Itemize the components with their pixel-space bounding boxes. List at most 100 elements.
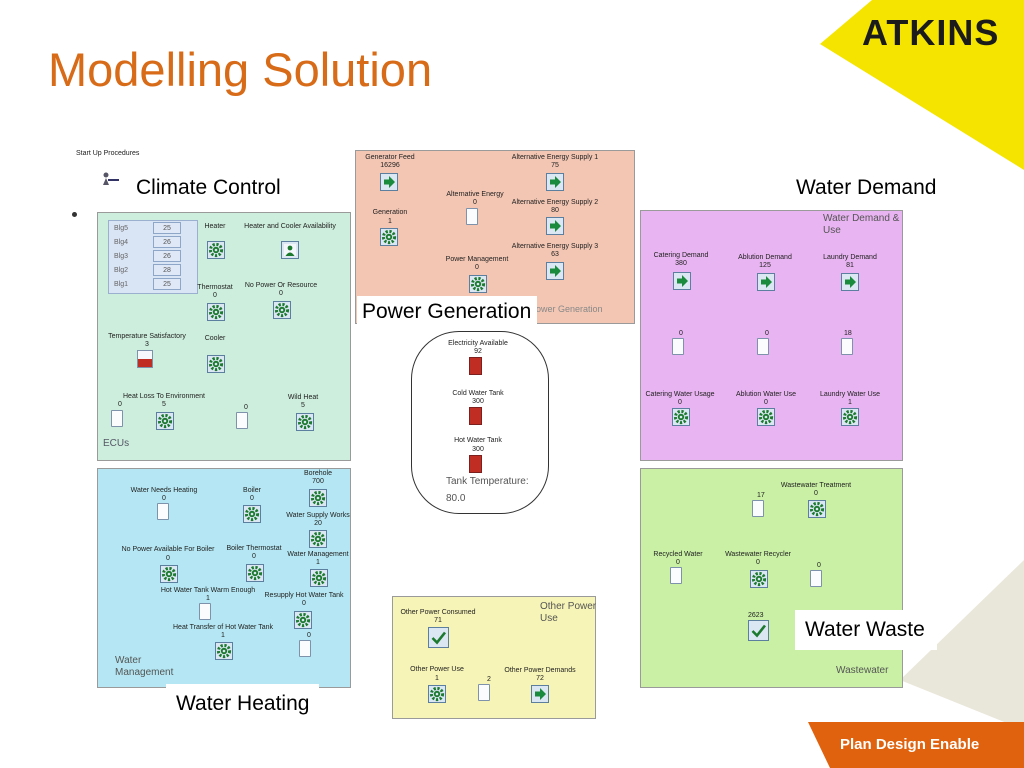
wastewater-tank-17[interactable]	[752, 500, 764, 517]
alt2-label: Alternative Energy Supply 2	[511, 199, 599, 206]
tank-warm-tank[interactable]	[199, 603, 211, 620]
building-value-field[interactable]: 26	[153, 236, 181, 248]
temp-sat-value: 3	[145, 341, 149, 348]
supply-works-gear-icon[interactable]	[309, 530, 327, 548]
laundry-demand-arrow-icon[interactable]	[841, 273, 859, 291]
water-waste-label: Water Waste	[795, 610, 937, 650]
laundry-use-gear-icon[interactable]	[841, 408, 859, 426]
hot-water-tank[interactable]	[469, 455, 482, 473]
temp-sat-tank[interactable]	[137, 350, 153, 368]
generator-feed-arrow-icon[interactable]	[380, 173, 398, 191]
other-power-use-gear-icon[interactable]	[428, 685, 446, 703]
catering-use-label: Catering Water Usage	[645, 391, 715, 398]
alt1-arrow-icon[interactable]	[546, 173, 564, 191]
other-power-demands-arrow-icon[interactable]	[531, 685, 549, 703]
generation-gear-icon[interactable]	[380, 228, 398, 246]
brand-yellow-triangle	[820, 0, 1024, 170]
generator-feed-value: 16296	[380, 162, 400, 169]
water-demand-label: Water Demand	[796, 176, 937, 199]
boiler-thermostat-label: Boiler Thermostat	[226, 545, 282, 552]
cooler-gear-icon[interactable]	[207, 355, 225, 373]
recycled-value: 0	[676, 559, 680, 566]
electricity-label: Electricity Available	[448, 340, 508, 347]
availability-label: Heater and Cooler Availability	[244, 223, 336, 230]
wastewater-check-icon[interactable]	[748, 620, 769, 641]
wastewater-tank-0[interactable]	[810, 570, 822, 587]
no-power-gear-icon[interactable]	[273, 301, 291, 319]
boiler-thermostat-gear-icon[interactable]	[246, 564, 264, 582]
other-power-use-label: Other Power Use	[410, 666, 464, 673]
ablution-use-gear-icon[interactable]	[757, 408, 775, 426]
alt3-arrow-icon[interactable]	[546, 262, 564, 280]
hot-tank-value: 300	[472, 446, 484, 453]
brand-orange-bar	[808, 722, 1024, 768]
person-icon	[103, 172, 119, 185]
alt-energy-tank[interactable]	[466, 208, 478, 225]
heater-gear-icon[interactable]	[207, 241, 225, 259]
water-demand-caption: Water Demand & Use	[823, 213, 900, 236]
building-value-field[interactable]: 28	[153, 264, 181, 276]
resupply-gear-icon[interactable]	[294, 611, 312, 629]
wastewater-caption: Wastewater	[836, 665, 889, 676]
heat-loss-tank[interactable]	[111, 410, 123, 427]
heat-transfer-gear-icon[interactable]	[215, 642, 233, 660]
brand-grey-shape	[900, 560, 1024, 730]
other-power-use-value: 1	[435, 675, 439, 682]
heat-loss-gear-icon[interactable]	[156, 412, 174, 430]
catering-demand-label: Catering Demand	[653, 252, 709, 259]
treatment-label: Wastewater Treatment	[780, 482, 852, 489]
needs-heating-tank[interactable]	[157, 503, 169, 520]
mid-tank-value: 0	[244, 404, 248, 411]
consumed-check-icon[interactable]	[428, 627, 449, 648]
tank-warm-label: Hot Water Tank Warm Enough	[160, 587, 256, 594]
electricity-tank[interactable]	[469, 357, 482, 375]
alt-energy-value: 0	[473, 199, 477, 206]
alt2-arrow-icon[interactable]	[546, 217, 564, 235]
demand-tank1-value: 0	[679, 330, 683, 337]
borehole-gear-icon[interactable]	[309, 489, 327, 507]
ablution-demand-arrow-icon[interactable]	[757, 273, 775, 291]
thermostat-gear-icon[interactable]	[207, 303, 225, 321]
ecu-caption: ECUs	[103, 438, 130, 449]
power-mgmt-value: 0	[475, 264, 479, 271]
availability-person-icon[interactable]	[281, 241, 299, 259]
brand-tagline: Plan Design Enable	[840, 736, 980, 753]
small-tank[interactable]	[299, 640, 311, 657]
laundry-demand-value: 81	[846, 262, 854, 269]
mid-tank[interactable]	[236, 412, 248, 429]
treatment-value: 0	[814, 490, 818, 497]
building-name: Blg5	[114, 225, 129, 232]
building-name: Blg4	[114, 239, 129, 246]
ablution-demand-label: Ablution Demand	[738, 254, 792, 261]
no-power-value: 0	[279, 290, 283, 297]
wild-heat-gear-icon[interactable]	[296, 413, 314, 431]
other-power-tank[interactable]	[478, 684, 490, 701]
building-value-field[interactable]: 25	[153, 222, 181, 234]
tank-temperature-value: 80.0	[446, 493, 466, 504]
no-power-boiler-gear-icon[interactable]	[160, 565, 178, 583]
demand-tank-3[interactable]	[841, 338, 853, 355]
needs-heating-label: Water Needs Heating	[130, 487, 198, 494]
needs-heating-value: 0	[162, 495, 166, 502]
recycled-label: Recycled Water	[653, 551, 703, 558]
power-mgmt-gear-icon[interactable]	[469, 275, 487, 293]
recycled-tank[interactable]	[670, 567, 682, 584]
demand-tank-1[interactable]	[672, 338, 684, 355]
alt-energy-label: Alternative Energy	[446, 191, 504, 198]
borehole-value: 700	[312, 478, 324, 485]
catering-demand-arrow-icon[interactable]	[673, 272, 691, 290]
building-value-field[interactable]: 25	[153, 278, 181, 290]
laundry-demand-label: Laundry Demand	[823, 254, 877, 261]
cold-water-tank[interactable]	[469, 407, 482, 425]
startup-label: Start Up Procedures	[76, 150, 140, 157]
treatment-gear-icon[interactable]	[808, 500, 826, 518]
resupply-value: 0	[302, 600, 306, 607]
boiler-gear-icon[interactable]	[243, 505, 261, 523]
generator-feed-label: Generator Feed	[365, 154, 415, 161]
catering-use-gear-icon[interactable]	[672, 408, 690, 426]
supply-works-value: 20	[314, 520, 322, 527]
demand-tank-2[interactable]	[757, 338, 769, 355]
building-value-field[interactable]: 26	[153, 250, 181, 262]
water-management-gear-icon[interactable]	[310, 569, 328, 587]
recycler-gear-icon[interactable]	[750, 570, 768, 588]
